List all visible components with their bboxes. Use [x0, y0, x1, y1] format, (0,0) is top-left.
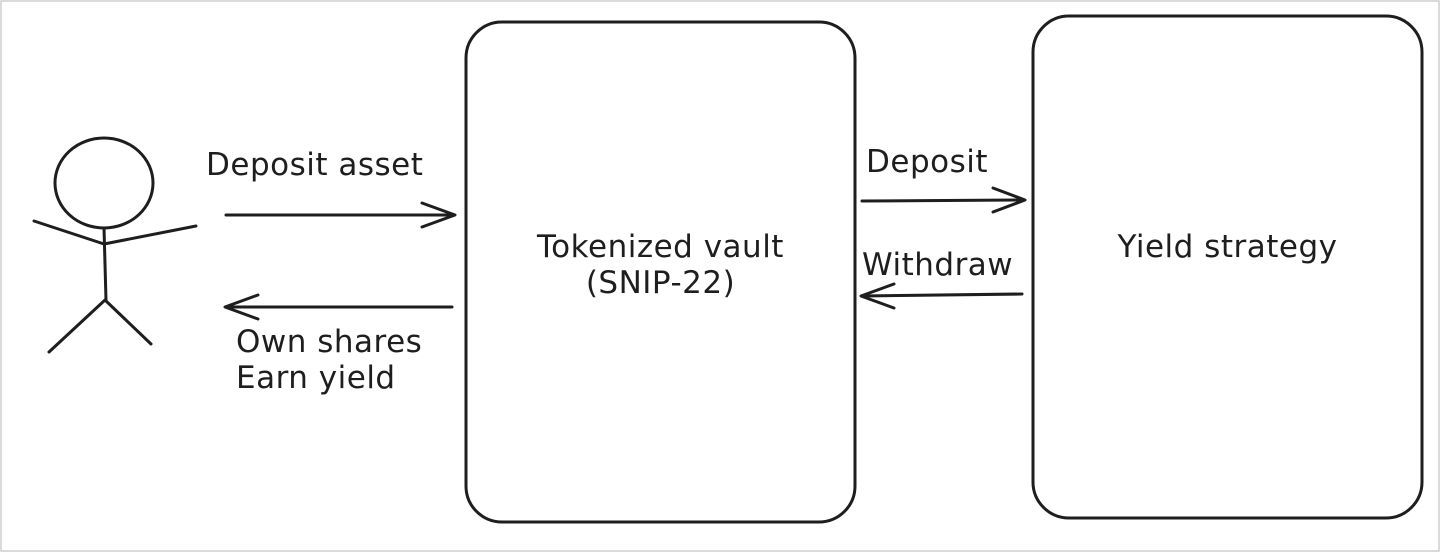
figure-legs — [47, 298, 153, 354]
strategy-title: Yield strategy — [1117, 229, 1338, 265]
vault-title-line-1: Tokenized vault — [537, 229, 784, 265]
withdraw-label: Withdraw — [862, 247, 1014, 283]
arrow-deposit — [860, 186, 1027, 214]
vault-title-line-2: (SNIP-22) — [585, 264, 736, 301]
deposit-asset-label: Deposit asset — [206, 147, 424, 183]
arrow-deposit-asset — [224, 201, 457, 229]
tokenized-vault-box — [464, 20, 857, 524]
own-shares-line: Own shares — [236, 324, 423, 360]
yield-strategy-box — [1031, 14, 1424, 520]
figure-body — [102, 226, 108, 302]
user-stick-figure-icon — [32, 136, 198, 354]
own-shares-label: Own shares Earn yield — [236, 324, 423, 396]
arrow-withdraw — [859, 282, 1024, 310]
arrow-own-shares — [223, 293, 454, 321]
deposit-label: Deposit — [866, 144, 989, 180]
earn-yield-line: Earn yield — [236, 359, 396, 396]
vault-title: Tokenized vault (SNIP-22) — [466, 229, 855, 301]
figure-arms — [32, 219, 198, 246]
figure-head — [53, 136, 155, 230]
